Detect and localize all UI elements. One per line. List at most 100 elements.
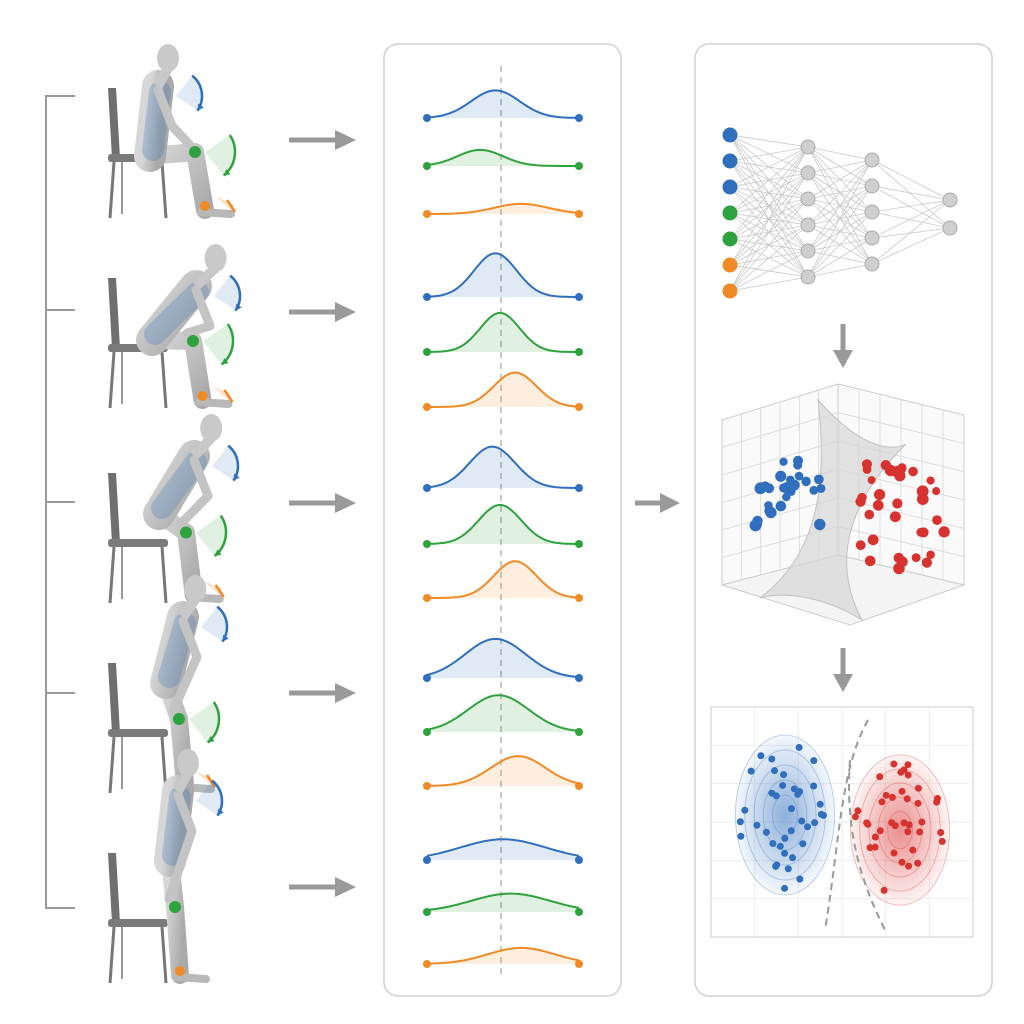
ankle-angle-wedge <box>203 581 222 597</box>
red-data-point <box>890 760 898 768</box>
red-data-point <box>932 487 941 496</box>
blue-data-point <box>765 506 777 519</box>
blue-data-point <box>762 828 770 836</box>
distribution-curve-green <box>423 311 583 356</box>
endpoint-marker <box>423 782 431 790</box>
blue-data-point <box>816 800 824 808</box>
red-data-point <box>918 818 926 826</box>
red-data-point <box>900 819 908 827</box>
network-node <box>722 231 738 247</box>
blue-data-point <box>810 782 818 790</box>
red-data-point <box>876 773 884 781</box>
red-data-point <box>904 761 912 769</box>
red-data-point <box>871 843 879 851</box>
knee-joint-marker <box>189 146 201 158</box>
endpoint-marker <box>423 484 431 492</box>
endpoint-marker <box>423 856 431 864</box>
blue-data-point <box>809 485 819 495</box>
blue-data-point <box>775 470 787 482</box>
chair-icon <box>108 473 168 604</box>
distribution-curve-blue <box>423 252 583 301</box>
right-arrow-icon <box>289 130 356 150</box>
endpoint-marker <box>575 293 583 301</box>
blue-data-point <box>779 483 789 493</box>
network-node <box>722 257 738 273</box>
red-data-point <box>876 827 884 835</box>
endpoint-marker <box>575 540 583 548</box>
curved-arrow-icon <box>196 779 224 817</box>
knee-joint-marker <box>187 335 199 347</box>
curved-arrow-icon <box>189 701 221 744</box>
blue-data-point <box>787 805 795 813</box>
red-data-point <box>934 795 942 803</box>
blue-data-point <box>804 823 812 831</box>
knee-joint-marker <box>173 713 185 725</box>
chair-icon <box>108 853 168 984</box>
endpoint-marker <box>423 674 431 682</box>
curved-arrow-icon <box>214 274 242 312</box>
distribution-curve-blue <box>423 89 583 122</box>
red-data-point <box>864 509 875 520</box>
blue-data-point <box>796 875 804 883</box>
blue-data-point <box>790 785 798 793</box>
endpoint-marker <box>423 728 431 736</box>
curved-arrow-icon <box>176 74 204 112</box>
knee-joint-marker <box>180 526 192 539</box>
red-data-point <box>938 526 950 538</box>
endpoint-marker <box>575 114 583 122</box>
blue-data-point <box>789 854 797 862</box>
red-data-point <box>864 555 876 567</box>
ankle-angle-wedge <box>195 771 213 787</box>
stage-figure-4 <box>108 575 229 794</box>
blue-data-point <box>819 811 827 819</box>
red-data-point <box>889 511 901 523</box>
stage-figures <box>108 44 242 984</box>
down-arrow-icon <box>833 324 853 368</box>
ankle-angle-arrow <box>223 389 234 403</box>
seated-to-standing-person-icon <box>134 44 235 219</box>
endpoint-marker <box>423 114 431 122</box>
blue-data-point <box>814 518 826 531</box>
endpoint-marker <box>575 960 583 968</box>
blue-data-point <box>781 884 789 892</box>
blue-data-point <box>810 757 818 765</box>
2d-cluster-plot-icon <box>710 706 974 938</box>
neural-network-icon <box>722 127 958 299</box>
endpoint-marker <box>423 540 431 548</box>
red-data-point <box>904 828 912 836</box>
red-data-point <box>893 562 905 575</box>
red-data-point <box>903 795 911 803</box>
endpoint-marker <box>423 162 431 170</box>
network-node <box>800 243 816 259</box>
red-data-point <box>862 465 872 474</box>
3d-scatter-plot-icon <box>720 383 966 626</box>
red-data-point <box>916 493 929 506</box>
down-arrow-icon <box>833 648 853 692</box>
right-arrow-icon <box>289 877 356 897</box>
blue-data-point <box>813 474 824 485</box>
ankle-angle-wedge <box>212 386 231 402</box>
network-node <box>864 230 880 246</box>
network-node <box>800 191 816 207</box>
endpoint-marker <box>423 908 431 916</box>
network-node <box>722 179 738 195</box>
ankle-angle-arrow <box>214 584 225 598</box>
network-node <box>722 283 738 299</box>
red-data-point <box>855 540 866 551</box>
blue-data-point <box>757 752 765 760</box>
distribution-curves <box>423 89 583 968</box>
blue-data-point <box>736 818 744 826</box>
blue-data-point <box>796 788 804 796</box>
decision-boundary <box>848 759 886 931</box>
blue-data-point <box>816 483 826 493</box>
endpoint-marker <box>575 674 583 682</box>
distribution-curve-green <box>423 694 583 736</box>
network-node <box>942 192 958 208</box>
red-data-point <box>914 859 922 867</box>
stage-bracket <box>45 95 75 909</box>
blue-data-point <box>782 492 791 502</box>
flow-arrows <box>289 130 356 897</box>
stage-figure-3 <box>108 414 240 604</box>
distribution-curve-orange <box>423 202 583 218</box>
